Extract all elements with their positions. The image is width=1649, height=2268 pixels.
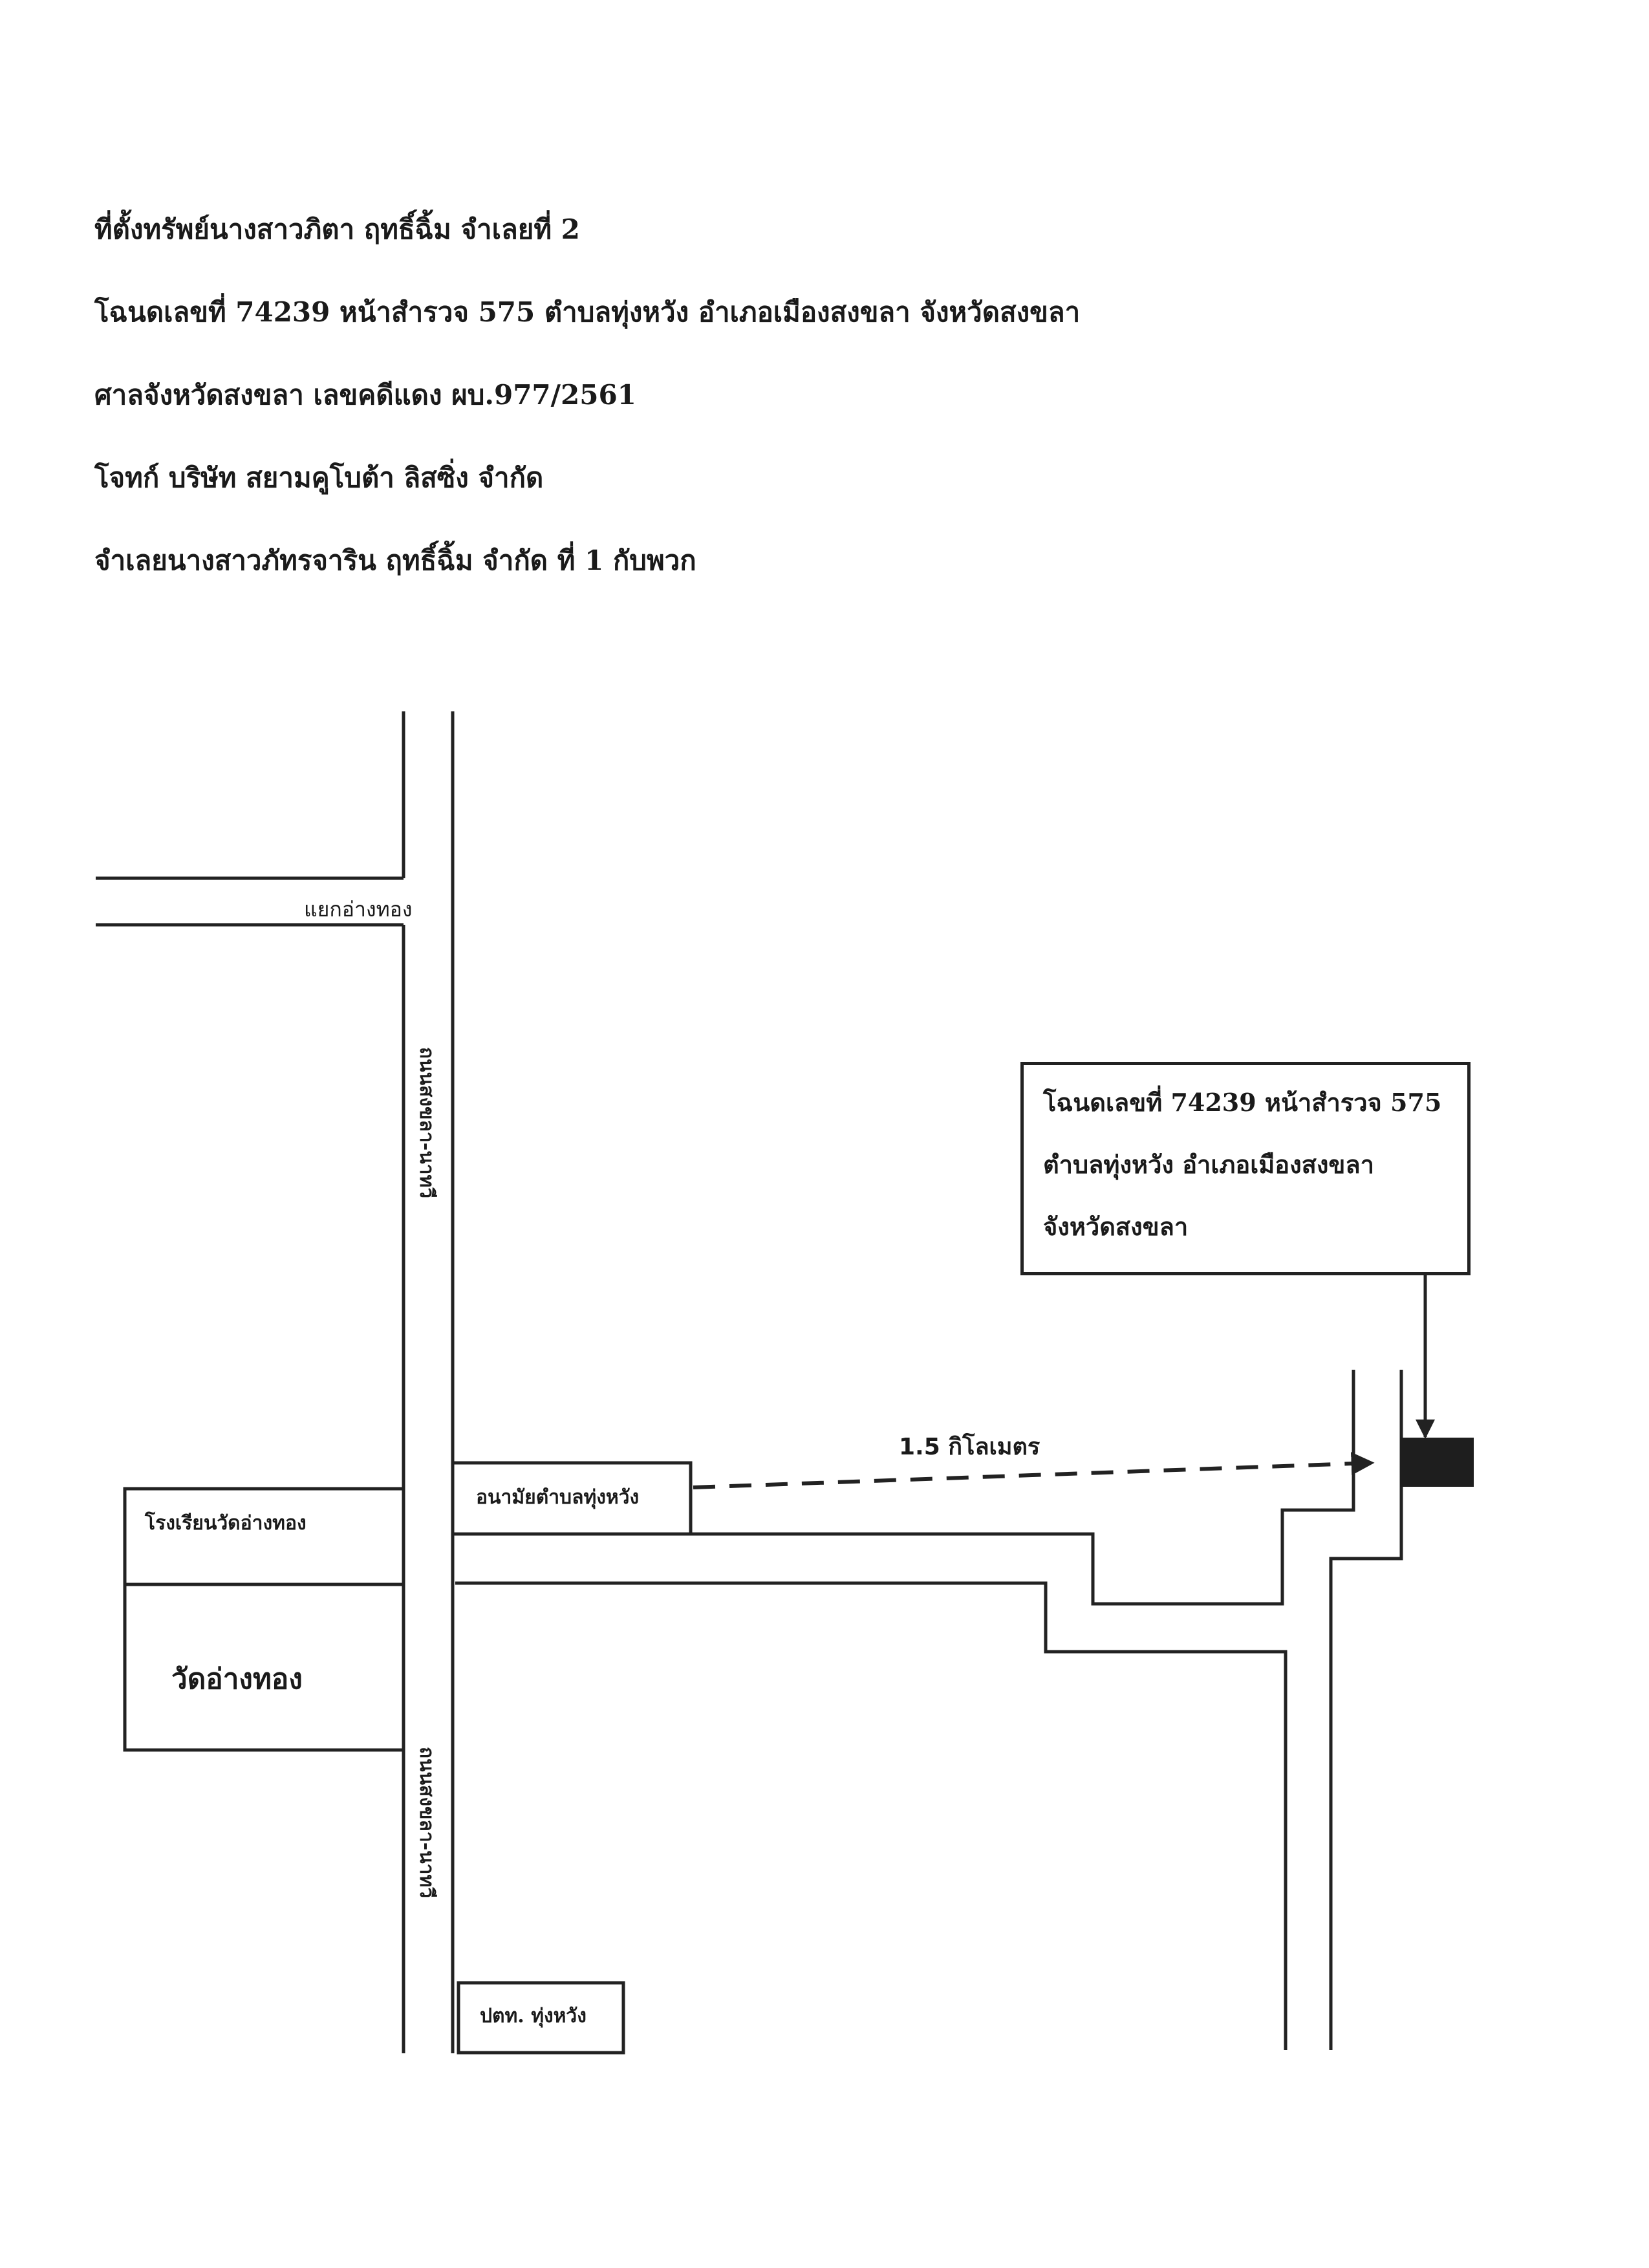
- header-line-2: โฉนดเลขที่ 74239 หน้าสำรวจ 575 ตำบลทุ่งห…: [94, 296, 1081, 328]
- property-marker-icon: [1400, 1438, 1474, 1487]
- property-callout-box: โฉนดเลขที่ 74239 หน้าสำรวจ 575 ตำบลทุ่งห…: [1020, 1062, 1471, 1275]
- distance-arrow: [693, 1452, 1375, 1489]
- main-road-label-lower: ถนนสงขลา-นาทวี: [415, 1746, 438, 1899]
- callout-line-3: จังหวัดสงขลา: [1043, 1212, 1189, 1241]
- temple-label: วัดอ่างทอง: [171, 1663, 303, 1696]
- intersection-label: แยกอ่างทอง: [304, 897, 413, 922]
- header-line-1: ที่ตั้งทรัพย์นางสาวภิตา ฤทธิ์ฉิ้ม จำเลยท…: [94, 213, 580, 245]
- main-road-label-upper: ถนนสงขลา-นาทวี: [415, 1046, 438, 1199]
- distance-label: 1.5 กิโลเมตร: [899, 1434, 1040, 1460]
- header-text: ที่ตั้งทรัพย์นางสาวภิตา ฤทธิ์ฉิ้ม จำเลยท…: [94, 213, 1517, 627]
- school-label: โรงเรียนวัดอ่างทอง: [145, 1512, 307, 1535]
- main-road-left-edge: [96, 711, 405, 2053]
- police-box: [457, 1981, 625, 2055]
- header-line-4: โจทก์ บริษัท สยามคูโบต้า ลิสซิ่ง จำกัด: [94, 462, 544, 493]
- side-road-upper-edge: [453, 1370, 1355, 1606]
- school-box: [123, 1487, 405, 1586]
- header-line-5: จำเลยนางสาวภัทรจาริน ฤทธิ์ฉิ้ม จำกัด ที่…: [94, 545, 696, 576]
- police-label: ปตท. ทุ่งหวัง: [480, 2005, 587, 2027]
- health-center-label: อนามัยตำบลทุ่งหวัง: [476, 1486, 640, 1509]
- header-line-3: ศาลจังหวัดสงขลา เลขคดีแดง ผบ.977/2561: [94, 379, 636, 411]
- side-road-lower-edge: [455, 1581, 1288, 2050]
- callout-line-1: โฉนดเลขที่ 74239 หน้าสำรวจ 575: [1043, 1088, 1442, 1117]
- callout-line-2: ตำบลทุ่งหวัง อำเภอเมืองสงขลา: [1043, 1150, 1374, 1179]
- temple-box: [123, 1582, 405, 1752]
